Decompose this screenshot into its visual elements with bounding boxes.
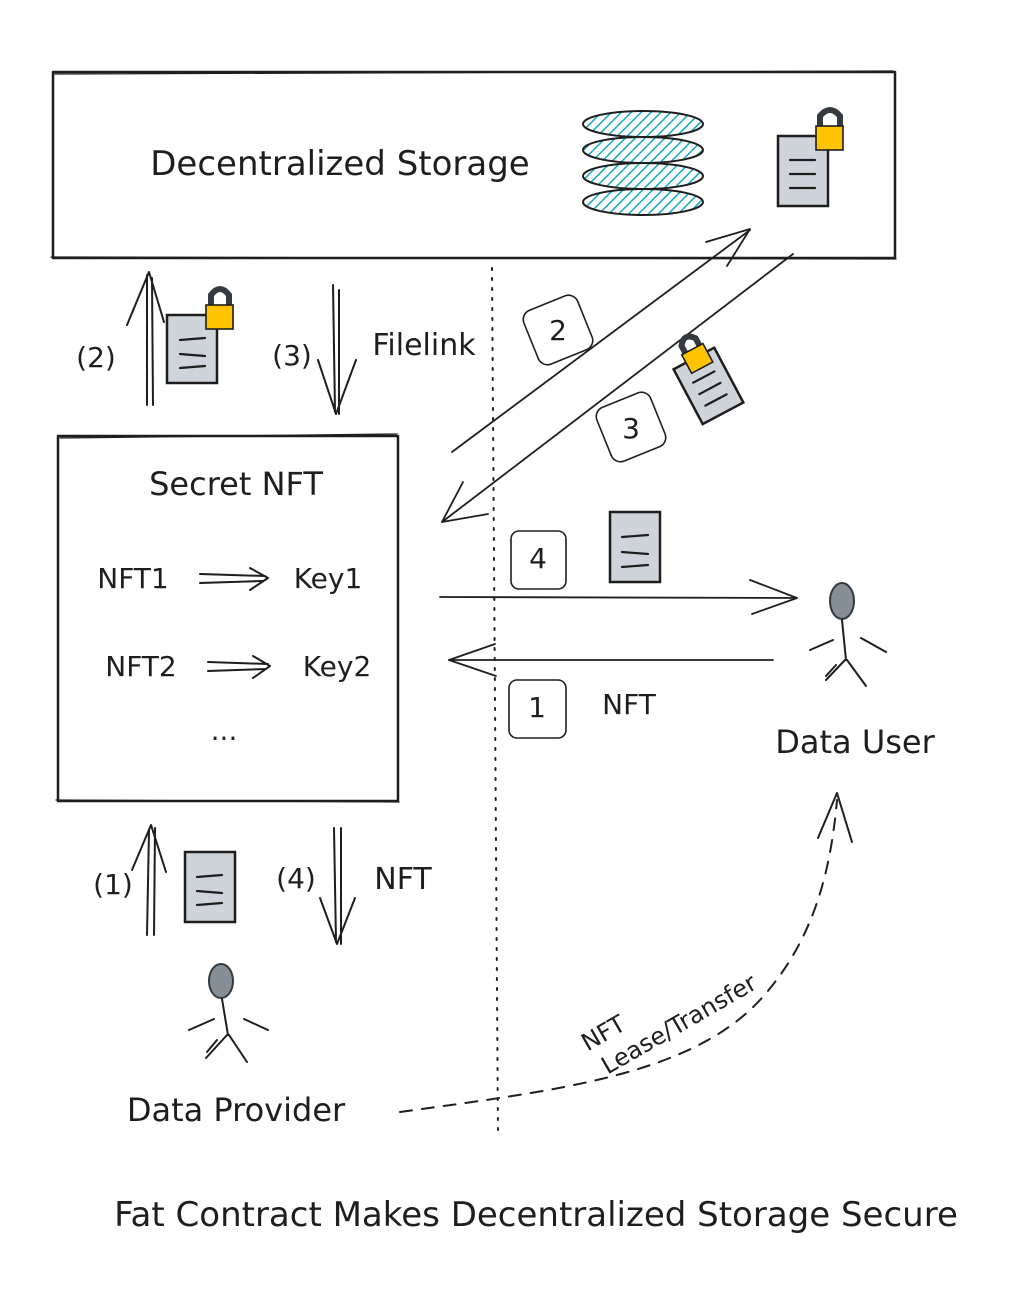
data-user-person-icon <box>809 582 887 687</box>
submit-nft-arrow <box>448 643 774 677</box>
deliver-file-arrow <box>439 579 798 615</box>
zone-divider <box>491 267 499 1136</box>
step-4-badge: 4 <box>510 530 567 590</box>
provider-document-icon <box>183 850 237 924</box>
svg-text:4: 4 <box>529 542 547 575</box>
nft-1-label: NFT1 <box>97 562 168 595</box>
data-user-label: Data User <box>775 723 935 761</box>
user-nft-label: NFT <box>602 688 657 721</box>
storage-box: Decentralized Storage <box>50 70 897 260</box>
step-1-label: (1) <box>93 868 133 901</box>
nft-mapping-row: NFT2 Key2 <box>105 650 371 683</box>
data-provider-label: Data Provider <box>127 1091 346 1129</box>
diagram-caption: Fat Contract Makes Decentralized Storage… <box>114 1195 958 1235</box>
step-4-label: (4) <box>276 862 316 895</box>
step-2-label: (2) <box>76 341 116 374</box>
database-icon <box>582 110 704 216</box>
locked-document-icon <box>776 107 844 208</box>
lock-icon <box>678 333 714 375</box>
return-nft-arrow <box>319 827 356 945</box>
upload-file-arrow <box>131 824 167 936</box>
upload-encrypted-arrow <box>126 271 165 406</box>
returned-encrypted-document-icon <box>671 333 746 426</box>
step-1-badge: 1 <box>508 679 567 739</box>
provider-nft-label: NFT <box>374 862 432 897</box>
mapping-arrow-icon <box>207 655 271 679</box>
filelink-return-arrow <box>317 284 357 415</box>
key-1-label: Key1 <box>294 562 363 595</box>
lock-icon <box>815 107 844 151</box>
lease-transfer-label: NFT Lease/Transfer <box>576 968 761 1079</box>
lease-transfer-arrow <box>399 792 853 1113</box>
lock-icon <box>205 286 234 330</box>
return-file-arrow <box>441 253 794 523</box>
mapping-arrow-icon <box>199 567 269 591</box>
secret-nft-title: Secret NFT <box>149 465 323 503</box>
nft-mapping-row: NFT1 Key1 <box>97 562 362 595</box>
key-2-label: Key2 <box>303 650 372 683</box>
encrypted-document-icon <box>165 286 234 385</box>
step-3-badge: 3 <box>595 391 667 463</box>
step-2-badge: 2 <box>522 294 594 366</box>
decrypted-document-icon <box>608 510 662 584</box>
more-entries-ellipsis: ... <box>211 714 238 747</box>
nft-2-label: NFT2 <box>105 650 176 683</box>
svg-text:2: 2 <box>549 314 567 347</box>
data-provider-person-icon <box>188 963 269 1063</box>
svg-text:3: 3 <box>622 412 640 445</box>
svg-text:1: 1 <box>528 691 546 724</box>
step-3-label: (3) <box>272 339 312 372</box>
filelink-label: Filelink <box>372 328 476 363</box>
secret-nft-box: Secret NFT NFT1 Key1 NFT2 Key2 ... <box>55 433 400 803</box>
storage-title: Decentralized Storage <box>150 144 529 184</box>
request-file-arrow <box>451 228 751 453</box>
